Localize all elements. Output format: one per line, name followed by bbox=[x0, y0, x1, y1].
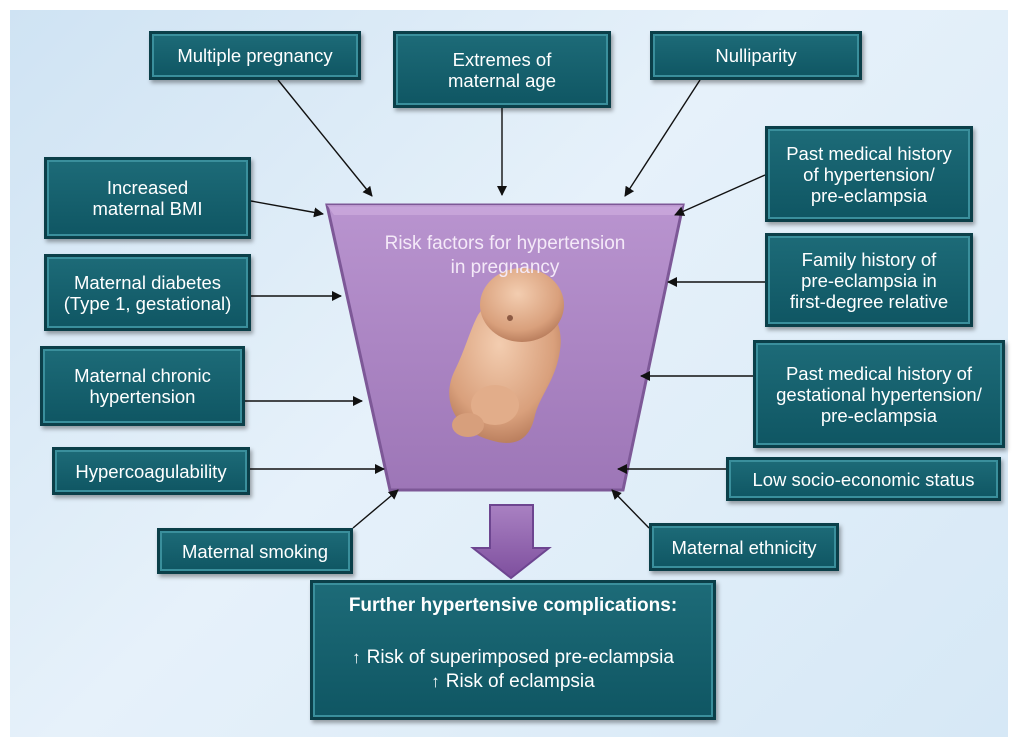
down-arrow-icon bbox=[473, 505, 549, 578]
outcome-line-eclampsia: ↑ Risk of eclampsia bbox=[313, 671, 713, 693]
factor-past-gestational-hypertension: Past medical history of gestational hype… bbox=[753, 340, 1005, 448]
factor-increased-maternal-bmi: Increased maternal BMI bbox=[44, 157, 251, 239]
up-arrow-icon: ↑ bbox=[431, 672, 440, 692]
arrow-past-history-hypertension bbox=[675, 175, 765, 215]
factor-low-socio-economic-status: Low socio-economic status bbox=[726, 457, 1001, 501]
outcome-line1-text: Risk of superimposed pre-eclampsia bbox=[367, 647, 674, 668]
outcome-line2-text: Risk of eclampsia bbox=[446, 671, 595, 692]
funnel-label: Risk factors for hypertension in pregnan… bbox=[345, 232, 665, 280]
arrow-multiple-pregnancy bbox=[278, 80, 372, 196]
arrow-increased-bmi bbox=[251, 201, 323, 214]
arrow-nulliparity bbox=[625, 80, 700, 196]
outcome-box: Further hypertensive complications: ↑ Ris… bbox=[310, 580, 716, 720]
factor-maternal-diabetes: Maternal diabetes (Type 1, gestational) bbox=[44, 254, 251, 331]
arrow-maternal-smoking bbox=[353, 490, 398, 528]
factor-nulliparity: Nulliparity bbox=[650, 31, 862, 80]
up-arrow-icon: ↑ bbox=[352, 648, 361, 668]
outcome-title: Further hypertensive complications: bbox=[313, 595, 713, 617]
factor-maternal-smoking: Maternal smoking bbox=[157, 528, 353, 574]
factor-hypercoagulability: Hypercoagulability bbox=[52, 447, 250, 495]
outcome-line-superimposed: ↑ Risk of superimposed pre-eclampsia bbox=[313, 647, 713, 669]
factor-past-history-hypertension: Past medical history of hypertension/ pr… bbox=[765, 126, 973, 222]
arrow-maternal-ethnicity bbox=[612, 490, 649, 528]
factor-maternal-chronic-hypertension: Maternal chronic hypertension bbox=[40, 346, 245, 426]
factor-extremes-of-maternal-age: Extremes of maternal age bbox=[393, 31, 611, 108]
factor-family-history: Family history of pre-eclampsia in first… bbox=[765, 233, 973, 327]
factor-multiple-pregnancy: Multiple pregnancy bbox=[149, 31, 361, 80]
factor-maternal-ethnicity: Maternal ethnicity bbox=[649, 523, 839, 571]
funnel-rim bbox=[327, 205, 683, 215]
